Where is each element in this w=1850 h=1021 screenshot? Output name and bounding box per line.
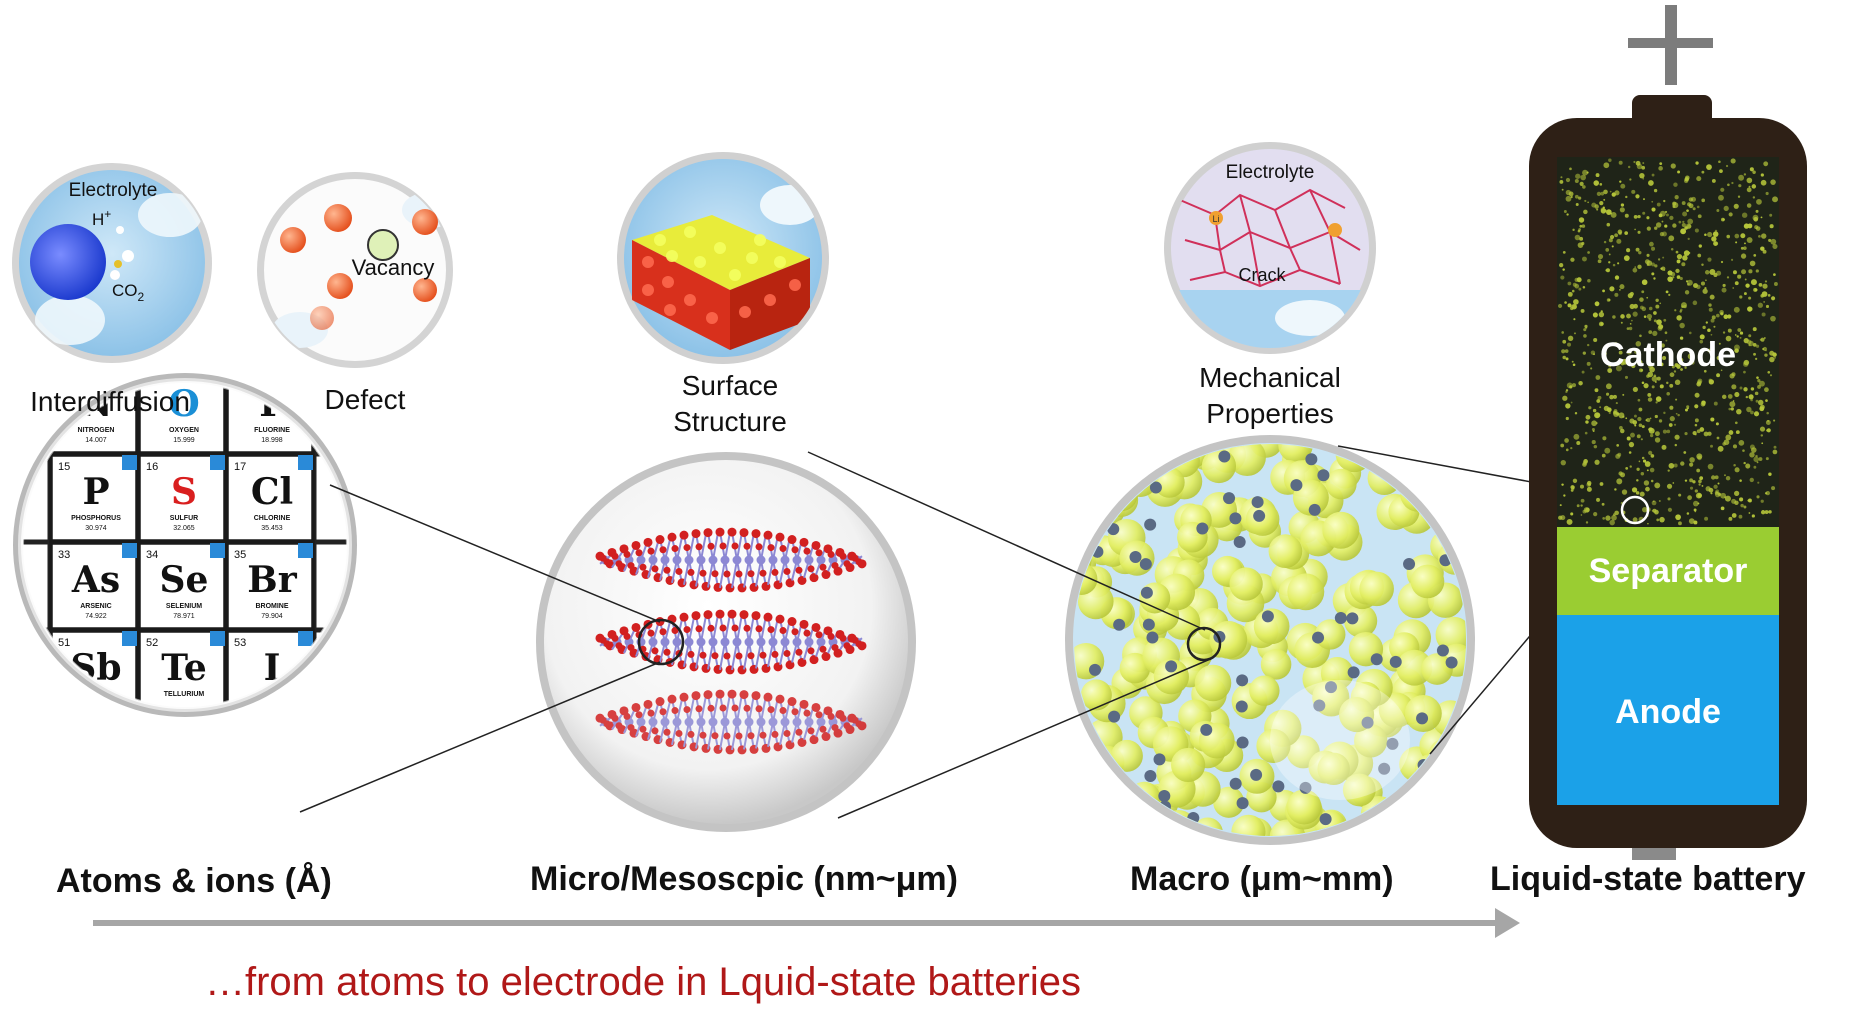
- element-number: 53: [234, 637, 246, 649]
- mechanical-caption-line2: Properties: [1206, 398, 1334, 429]
- element-name: TELLURIUM: [164, 691, 205, 698]
- element-mass: 18.998: [261, 437, 283, 444]
- surface-caption-line2: Structure: [673, 406, 787, 437]
- layered-crystal-structure: [595, 527, 867, 755]
- element-name: ARSENIC: [80, 603, 112, 610]
- element-name: PHOSPHORUS: [71, 515, 121, 522]
- h-ion-sup: +: [104, 207, 111, 221]
- interdiffusion-electrolyte-label: Electrolyte: [69, 180, 158, 201]
- scale-arrow: [93, 908, 1520, 938]
- element-number: 35: [234, 549, 246, 561]
- mechanical-caption-line1: Mechanical: [1199, 362, 1341, 393]
- scale-label-battery: Liquid-state battery: [1490, 860, 1806, 898]
- anode-label: Anode: [1615, 693, 1721, 731]
- interdiffusion-caption: Interdiffusion: [30, 386, 190, 417]
- element-number: 51: [58, 637, 70, 649]
- crystal-layer: [595, 527, 867, 593]
- cathode-particles: [1557, 158, 1778, 526]
- li-ion-label: Li: [1212, 214, 1219, 224]
- mesoscopic-circle: [536, 452, 916, 832]
- element-name: SELENIUM: [166, 603, 202, 610]
- svg-text:H+: H+: [92, 207, 111, 229]
- element-name: CHLORINE: [254, 515, 291, 522]
- element-name: BROMINE: [255, 603, 288, 610]
- mechanical-properties-circle: Electrolyte Crack Li: [1164, 142, 1376, 354]
- element-number: 52: [146, 637, 158, 649]
- element-number: 34: [146, 549, 158, 561]
- surface-structure-circle: [617, 152, 829, 364]
- element-number: 17: [234, 461, 246, 473]
- surface-caption-line1: Surface: [681, 370, 779, 401]
- scale-label-micro: Micro/Mesoscpic (nm~μm): [530, 860, 958, 898]
- scale-label-atoms: Atoms & ions (Å): [56, 862, 332, 900]
- crack-label: Crack: [1238, 265, 1286, 285]
- element-name: OXYGEN: [169, 427, 199, 434]
- element-cell: 8OOXYGEN15.999: [137, 383, 227, 455]
- scale-label-macro: Macro (μm~mm): [1130, 860, 1394, 898]
- element-mass: 35.453: [261, 525, 283, 532]
- co2-sub: 2: [138, 290, 145, 304]
- element-mass: 14.007: [85, 437, 107, 444]
- element-mass: 30.974: [85, 525, 107, 532]
- footer-caption: …from atoms to electrode in Lquid-state …: [205, 960, 1081, 1004]
- separator-label: Separator: [1589, 552, 1748, 590]
- element-symbol: P: [82, 471, 109, 513]
- vacancy-label: Vacancy: [352, 255, 435, 280]
- battery: Cathode Separator Anode: [1529, 95, 1807, 860]
- element-cell: 15P PHOSPHORUS 30.974: [49, 453, 139, 543]
- element-number: 15: [58, 461, 70, 473]
- element-mass: 15.999: [173, 437, 195, 444]
- plus-icon: [1628, 5, 1713, 85]
- element-name: SULFUR: [170, 515, 198, 522]
- element-name: NITROGEN: [78, 427, 115, 434]
- macro-circle: [1065, 435, 1475, 845]
- element-symbol: O: [168, 383, 199, 425]
- element-mass: 74.922: [85, 613, 107, 620]
- co2-label: CO: [112, 281, 138, 300]
- element-symbol: As: [71, 559, 120, 601]
- element-symbol: Cl: [251, 471, 293, 513]
- element-number: 33: [58, 549, 70, 561]
- defect-circle: Vacancy: [257, 172, 453, 368]
- element-symbol: Se: [160, 559, 209, 601]
- interdiffusion-circle: Electrolyte H+ CO2: [12, 163, 212, 363]
- element-symbol: Te: [161, 647, 207, 689]
- svg-text:CO2: CO2: [112, 281, 145, 304]
- cathode-label: Cathode: [1600, 336, 1736, 374]
- h-ion-label: H: [92, 210, 104, 229]
- mech-electrolyte-label: Electrolyte: [1226, 162, 1315, 183]
- defect-caption: Defect: [324, 384, 406, 415]
- element-cell: 16S SULFUR 32.065: [137, 453, 227, 543]
- element-number: 16: [146, 461, 158, 473]
- crystal-layer: [595, 609, 867, 675]
- element-symbol: S: [171, 471, 197, 513]
- element-mass: 78.971: [173, 613, 195, 620]
- element-name: FLUORINE: [254, 427, 290, 434]
- element-mass: 79.904: [261, 613, 283, 620]
- element-symbol: Br: [247, 559, 297, 601]
- element-mass: 32.065: [173, 525, 195, 532]
- crystal-layer: [595, 689, 867, 755]
